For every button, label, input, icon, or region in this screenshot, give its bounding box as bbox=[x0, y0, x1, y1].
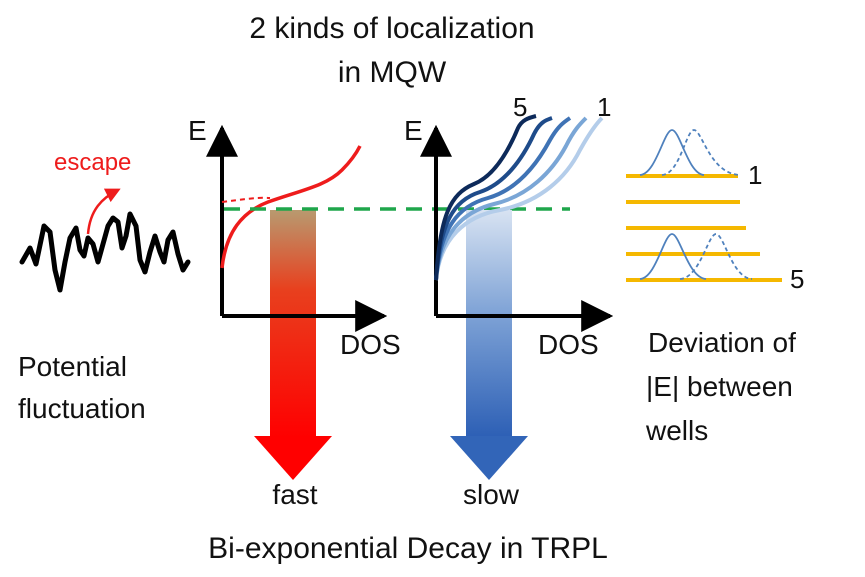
potential-label-line-2: fluctuation bbox=[18, 393, 146, 424]
gaussian-bottom-solid bbox=[639, 233, 707, 280]
slow-decay-arrow-head bbox=[450, 436, 528, 480]
dos-tail-dashed bbox=[221, 196, 271, 203]
left-y-axis-label: E bbox=[188, 115, 207, 146]
deviation-caption-line-1: Deviation of bbox=[648, 327, 796, 358]
dos-curve-3 bbox=[434, 116, 572, 281]
curve-label-5: 5 bbox=[513, 92, 527, 122]
dos-curve-4 bbox=[434, 116, 553, 281]
dos-curve-family bbox=[434, 114, 604, 281]
footer-caption: Bi-exponential Decay in TRPL bbox=[208, 532, 608, 565]
well-label-1: 1 bbox=[748, 160, 762, 190]
deviation-caption-line-3: wells bbox=[645, 415, 708, 446]
escape-label: escape bbox=[54, 149, 131, 176]
escape-arrow bbox=[86, 188, 121, 235]
well-label-5: 5 bbox=[790, 264, 804, 294]
potential-fluctuation-curve bbox=[19, 211, 191, 293]
quantum-wells bbox=[626, 174, 782, 282]
gaussian-top-solid bbox=[639, 129, 705, 176]
dos-curve-5 bbox=[434, 114, 537, 281]
right-y-axis-label: E bbox=[404, 115, 423, 146]
fast-label: fast bbox=[272, 479, 317, 510]
gaussian-top-dashed bbox=[661, 129, 741, 176]
right-x-axis-label: DOS bbox=[538, 329, 599, 360]
dos-curve-1 bbox=[434, 116, 604, 281]
dos-curve-red bbox=[220, 145, 362, 269]
potential-label-line-1: Potential bbox=[18, 351, 127, 382]
title-line-1: 2 kinds of localization bbox=[249, 12, 534, 45]
left-x-axis-label: DOS bbox=[340, 329, 401, 360]
title-line-2: in MQW bbox=[338, 56, 447, 89]
gaussian-bottom-dashed bbox=[679, 233, 753, 280]
slow-decay-arrow-shaft bbox=[466, 210, 512, 438]
deviation-caption-line-2: |E| between bbox=[646, 371, 793, 402]
fast-decay-arrow-head bbox=[254, 436, 332, 480]
fast-decay-arrow-shaft bbox=[270, 210, 316, 438]
slow-label: slow bbox=[463, 479, 520, 510]
curve-label-1: 1 bbox=[597, 92, 611, 122]
dos-curve-2 bbox=[434, 116, 588, 281]
